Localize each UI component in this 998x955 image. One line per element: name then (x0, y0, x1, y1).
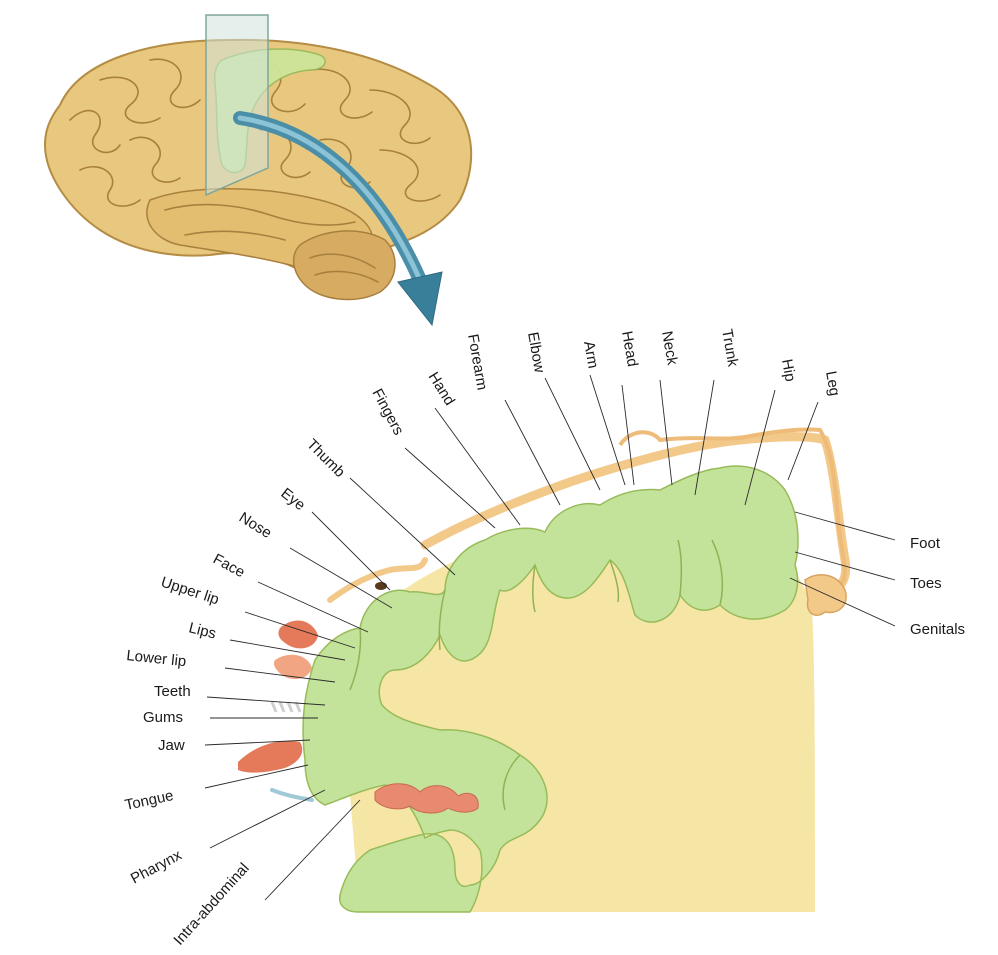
label-genitals: Genitals (910, 621, 965, 638)
label-leg: Leg (822, 370, 843, 398)
label-eye: Eye (278, 485, 309, 514)
label-neck: Neck (658, 330, 681, 367)
label-intra-abdominal: Intra-abdominal (170, 860, 252, 949)
label-head: Head (618, 330, 641, 368)
label-toes: Toes (910, 575, 942, 592)
label-tongue: Tongue (123, 787, 175, 814)
label-gums: Gums (143, 709, 183, 726)
label-upper-lip: Upper lip (159, 574, 221, 609)
cortex-section (238, 429, 846, 912)
whole-brain (45, 15, 471, 325)
label-foot: Foot (910, 535, 941, 552)
label-hip: Hip (778, 358, 799, 383)
label-face: Face (210, 551, 247, 582)
label-lower-lip: Lower lip (126, 647, 187, 670)
jaw-tongue-mark (238, 741, 302, 773)
label-elbow: Elbow (524, 331, 548, 374)
arrowhead-icon (398, 272, 442, 325)
label-nose: Nose (236, 509, 275, 542)
label-trunk: Trunk (718, 328, 741, 369)
brain-cerebellum (294, 231, 395, 300)
pharynx-mark (272, 790, 312, 800)
label-fingers: Fingers (368, 386, 406, 438)
label-jaw: Jaw (158, 737, 185, 754)
label-arm: Arm (580, 340, 602, 370)
label-forearm: Forearm (464, 333, 491, 392)
teeth-mark (272, 702, 300, 712)
label-hand: Hand (425, 369, 458, 408)
label-pharynx: Pharynx (128, 846, 185, 887)
eye-mark (375, 582, 387, 590)
section-plane (206, 15, 268, 195)
label-thumb: Thumb (303, 436, 348, 481)
label-lips: Lips (187, 619, 218, 642)
label-teeth: Teeth (154, 683, 191, 700)
